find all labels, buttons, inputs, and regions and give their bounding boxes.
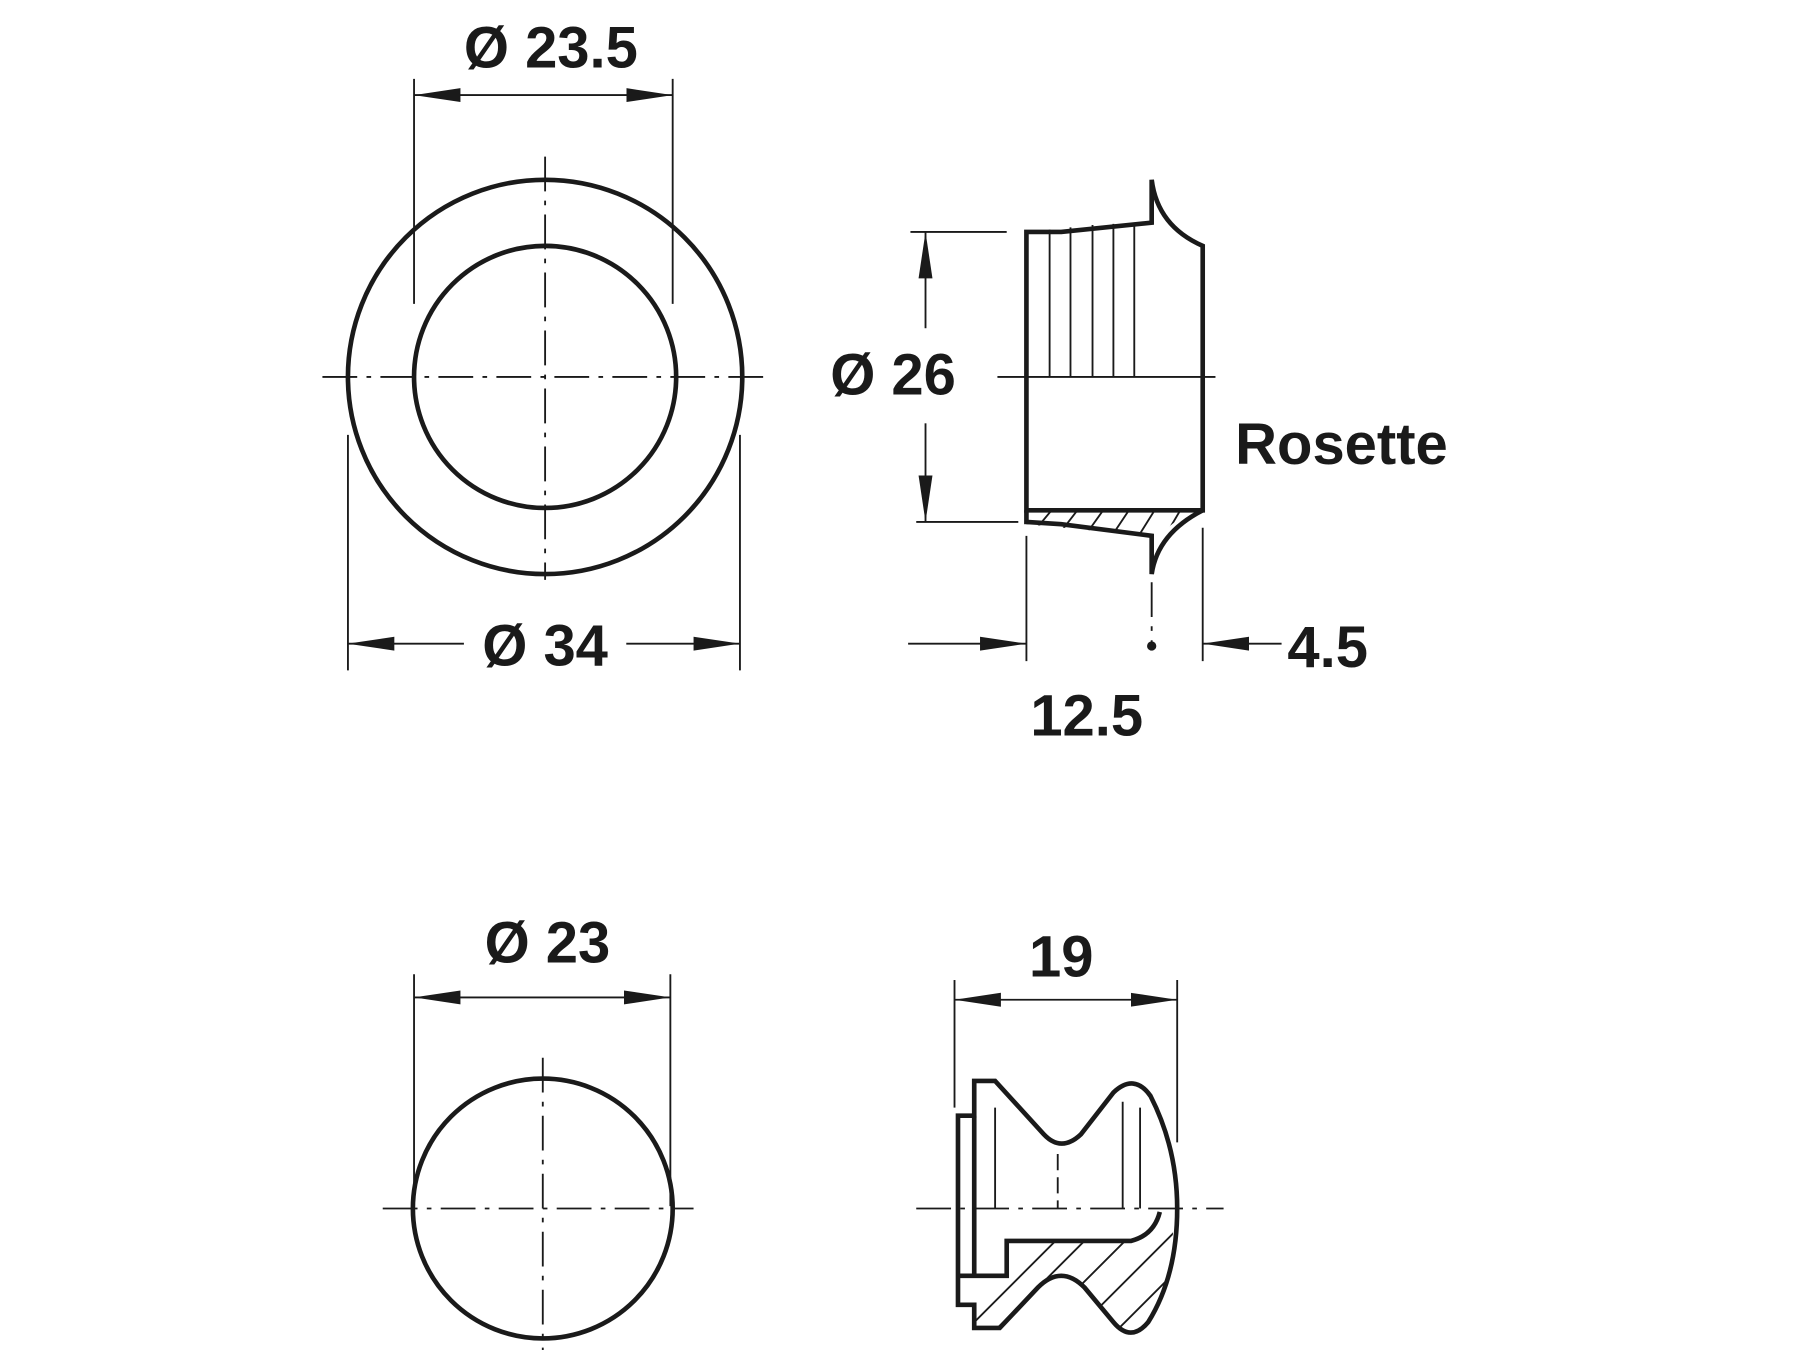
knob-side-view: 19 bbox=[916, 926, 1224, 1335]
dimension-label-19: 19 bbox=[1029, 926, 1093, 990]
rosette-side-view: Ø 26 Rosette 12.5 4.5 bbox=[830, 179, 1448, 748]
rosette-front-view: Ø 23.5 Ø 34 bbox=[322, 16, 768, 679]
dimension-label-4-5: 4.5 bbox=[1287, 616, 1368, 680]
rosette-flange-bottom bbox=[1026, 508, 1204, 575]
reference-dot bbox=[1147, 641, 1157, 651]
dimension-label-23-5: Ø 23.5 bbox=[464, 16, 638, 80]
dimension-label-12-5: 12.5 bbox=[1030, 684, 1143, 748]
thread-lines bbox=[1048, 222, 1136, 377]
rosette-body bbox=[1024, 179, 1206, 513]
knob-front-view: Ø 23 bbox=[382, 912, 694, 1350]
rosette-label: Rosette bbox=[1235, 413, 1448, 477]
knob-outline bbox=[955, 1078, 1180, 1335]
knob-bore bbox=[957, 1211, 1163, 1279]
knob-hidden-lines bbox=[994, 1101, 1142, 1209]
dimension-label-26: Ø 26 bbox=[830, 343, 956, 407]
dimension-label-23: Ø 23 bbox=[485, 912, 611, 976]
dimension-label-34: Ø 34 bbox=[482, 615, 608, 679]
